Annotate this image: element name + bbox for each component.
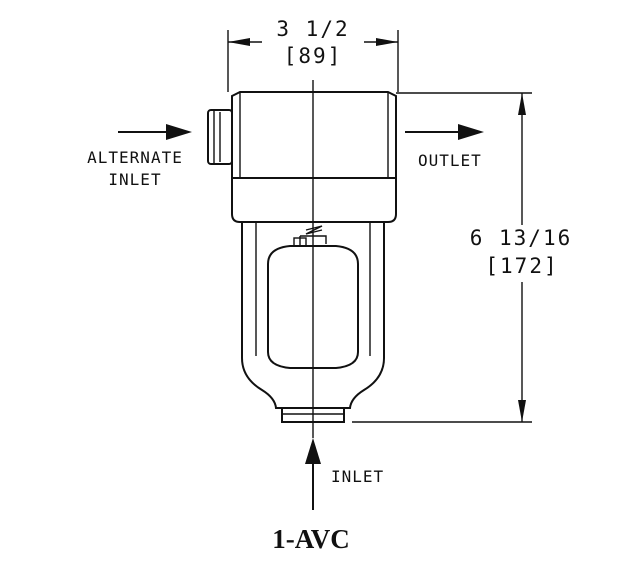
width-dimension: 3 1/2 [89] xyxy=(227,17,399,92)
width-dimension-metric: [89] xyxy=(284,44,343,68)
height-dimension: 6 13/16 [172] xyxy=(352,92,573,423)
outlet-callout: OUTLET xyxy=(405,124,484,170)
model-title: 1-AVC xyxy=(272,524,350,554)
width-dimension-label: 3 1/2 xyxy=(276,17,349,41)
filter-bowl xyxy=(241,222,385,423)
inlet-label: INLET xyxy=(331,467,384,486)
alternate-inlet-label-line1: ALTERNATE xyxy=(87,148,183,167)
alternate-inlet-callout: ALTERNATE INLET xyxy=(87,124,192,189)
inlet-callout: INLET xyxy=(305,438,384,510)
height-dimension-metric: [172] xyxy=(485,254,558,278)
outlet-label: OUTLET xyxy=(418,151,482,170)
filter-head xyxy=(207,91,397,179)
height-dimension-label: 6 13/16 xyxy=(470,226,573,250)
filter-collar xyxy=(231,177,397,223)
alternate-inlet-label-line2: INLET xyxy=(108,170,161,189)
